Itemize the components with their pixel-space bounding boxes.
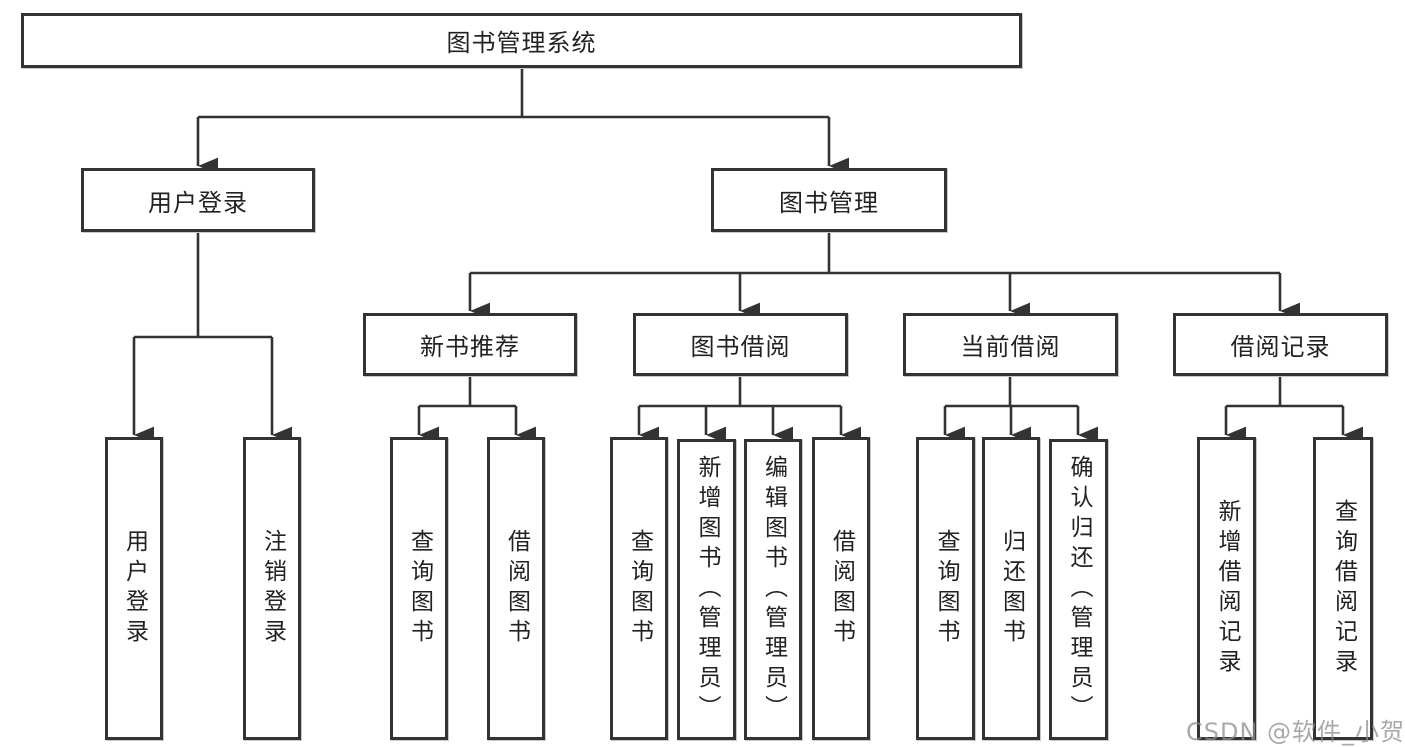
node-new-book-recommendation: 新书推荐 bbox=[363, 313, 577, 376]
leaf-borrow-books-borrowing: 借阅图书 bbox=[812, 437, 870, 740]
leaf-logout: 注销登录 bbox=[243, 437, 301, 740]
node-borrowing-records: 借阅记录 bbox=[1173, 313, 1388, 376]
leaf-edit-books-admin: 编辑图书（管理员） bbox=[744, 439, 802, 740]
node-book-borrowing: 图书借阅 bbox=[633, 313, 848, 376]
leaf-confirm-return-admin: 确认归还（管理员） bbox=[1049, 439, 1108, 740]
leaf-search-books-current: 查询图书 bbox=[916, 437, 975, 740]
node-library-system: 图书管理系统 bbox=[21, 13, 1022, 68]
node-current-borrowing: 当前借阅 bbox=[903, 313, 1118, 376]
leaf-add-books-admin: 新增图书（管理员） bbox=[677, 439, 736, 740]
node-book-management: 图书管理 bbox=[711, 168, 947, 232]
leaf-search-books-recommend: 查询图书 bbox=[390, 437, 448, 740]
leaf-search-borrow-record: 查询借阅记录 bbox=[1313, 437, 1373, 740]
leaf-return-books: 归还图书 bbox=[982, 437, 1040, 740]
node-user-login: 用户登录 bbox=[81, 168, 315, 232]
leaf-user-login: 用户登录 bbox=[105, 437, 163, 740]
leaf-borrow-books-recommend: 借阅图书 bbox=[487, 437, 545, 740]
watermark-text: CSDN @软件_小贺同学 bbox=[1186, 718, 1405, 746]
leaf-add-borrow-record: 新增借阅记录 bbox=[1197, 437, 1256, 740]
leaf-search-books-borrowing: 查询图书 bbox=[610, 437, 668, 740]
